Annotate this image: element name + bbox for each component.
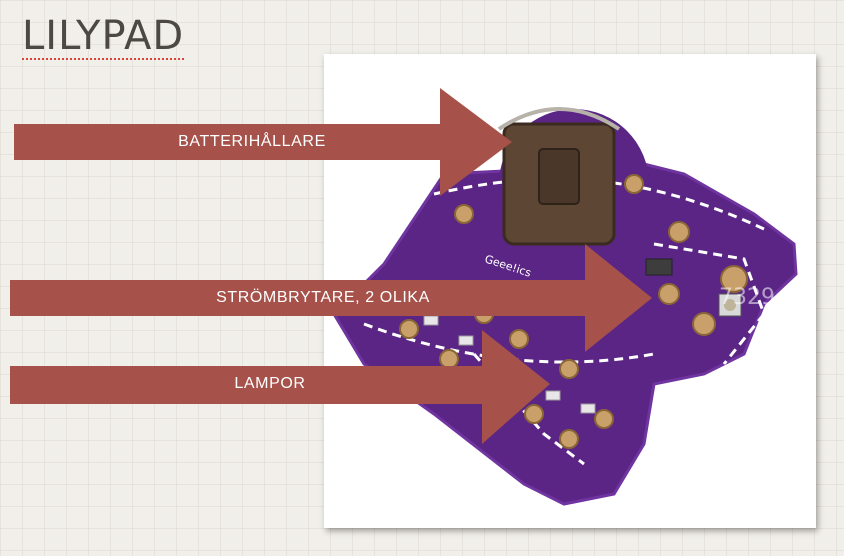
battery-ring — [497, 107, 621, 131]
pad — [399, 319, 419, 339]
led — [580, 403, 596, 414]
pad — [474, 304, 494, 324]
push-button-cap — [724, 299, 736, 311]
led — [458, 335, 474, 346]
label-battery: BATTERIHÅLLARE — [178, 133, 326, 150]
led — [545, 390, 561, 401]
pad — [454, 204, 474, 224]
pad — [658, 283, 680, 305]
pad — [668, 221, 690, 243]
pad — [559, 359, 579, 379]
label-lamps: LAMPOR — [234, 375, 306, 392]
pad — [559, 429, 579, 449]
pad — [594, 409, 614, 429]
battery-clip — [538, 148, 580, 205]
pad — [692, 312, 716, 336]
pad — [524, 404, 544, 424]
pad — [439, 349, 459, 369]
trace-right — [653, 242, 766, 365]
page-title: LILYPAD — [22, 13, 185, 60]
watermark-text: 7329 — [719, 285, 775, 310]
label-switch: STRÖMBRYTARE, 2 OLIKA — [216, 289, 430, 306]
pad — [720, 265, 748, 293]
slide-switch — [645, 258, 673, 276]
pad — [509, 329, 529, 349]
pad — [624, 174, 644, 194]
led — [423, 315, 439, 326]
